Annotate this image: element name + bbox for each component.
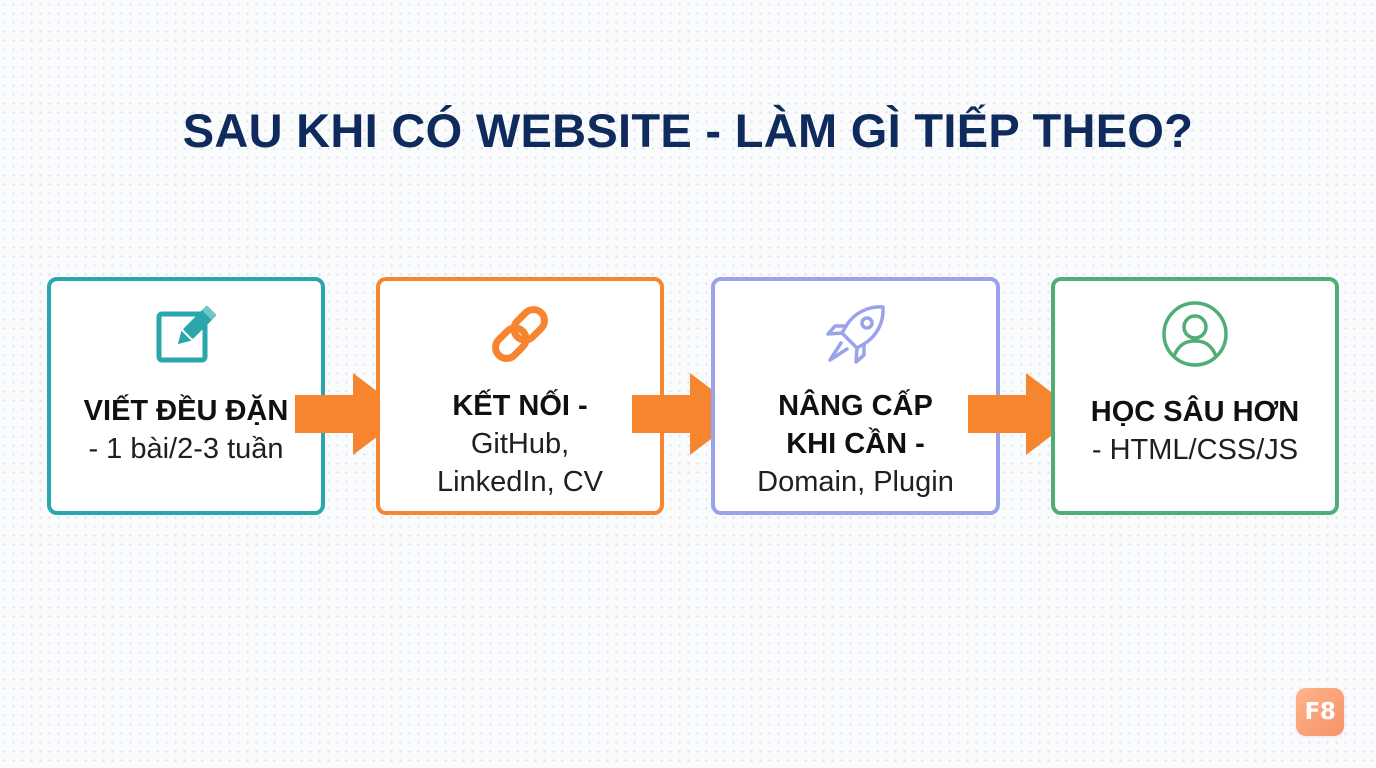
user-profile-icon [1159,298,1231,370]
page-title: SAU KHI CÓ WEBSITE - LÀM GÌ TIẾP THEO? [182,104,1194,157]
link-chain-icon [484,298,556,370]
step-title: VIẾT ĐỀU ĐẶN [83,395,289,427]
step-detail: GitHub, [470,428,570,460]
rocket-icon [820,298,892,370]
step-title: NÂNG CẤP [778,390,933,422]
edit-pencil-icon [150,298,222,370]
step-detail: Domain, Plugin [757,466,954,498]
brand-logo-badge: F8 [1296,688,1344,736]
step-title: KHI CẦN - [786,428,925,460]
step-detail: - 1 bài/2-3 tuần [88,433,284,465]
step-card-write-regularly: VIẾT ĐỀU ĐẶN - 1 bài/2-3 tuần [47,277,325,515]
step-detail: - HTML/CSS/JS [1091,434,1299,466]
step-card-connect: KẾT NỐI - GitHub, LinkedIn, CV [376,277,664,515]
step-detail: LinkedIn, CV [436,466,604,498]
step-card-learn-deeper: HỌC SÂU HƠN - HTML/CSS/JS [1051,277,1339,515]
step-title: KẾT NỐI - [452,390,588,422]
step-card-upgrade: NÂNG CẤP KHI CẦN - Domain, Plugin [711,277,1000,515]
step-title: HỌC SÂU HƠN [1090,396,1300,428]
